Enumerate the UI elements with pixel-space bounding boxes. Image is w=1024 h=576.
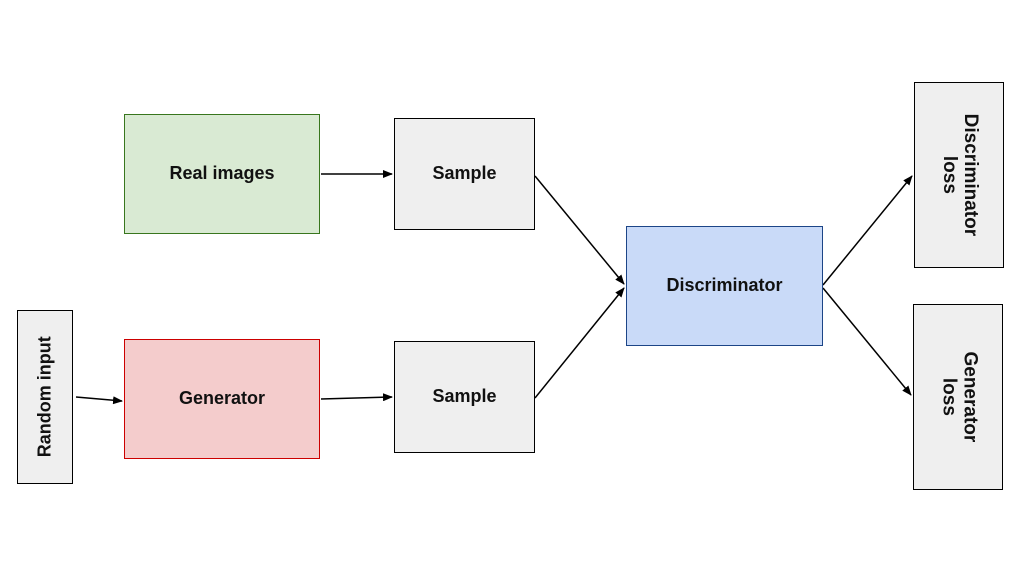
real-images-label: Real images xyxy=(169,163,275,184)
edge-random-input-to-generator xyxy=(75,396,123,405)
generator-loss-node: Generator loss xyxy=(913,304,1003,490)
edge-generator-to-sample xyxy=(320,393,393,402)
generator-loss-line1: Generator xyxy=(958,351,980,443)
sample-top-label: Sample xyxy=(432,163,497,184)
discriminator-loss-label: Discriminator loss xyxy=(938,113,981,237)
discriminator-loss-node: Discriminator loss xyxy=(914,82,1004,268)
random-input-node: Random input xyxy=(17,310,73,484)
discriminator-node: Discriminator xyxy=(626,226,823,346)
generator-label: Generator xyxy=(178,388,266,409)
real-images-node: Real images xyxy=(124,114,320,234)
generator-loss-label: Generator loss xyxy=(937,351,980,443)
discriminator-loss-line1: Discriminator xyxy=(959,113,981,237)
generator-loss-line2: loss xyxy=(938,377,959,417)
sample-node-top: Sample xyxy=(394,118,535,230)
edge-discriminator-to-generator-loss xyxy=(822,287,912,396)
discriminator-loss-line2: loss xyxy=(939,155,961,195)
random-input-label: Random input xyxy=(34,336,55,458)
generator-node: Generator xyxy=(124,339,320,459)
discriminator-label: Discriminator xyxy=(666,275,783,296)
sample-node-bottom: Sample xyxy=(394,341,535,453)
edge-sample-top-to-discriminator xyxy=(534,175,625,285)
sample-bottom-label: Sample xyxy=(432,386,497,407)
edge-sample-bottom-to-discriminator xyxy=(534,287,625,399)
edge-discriminator-to-discriminator-loss xyxy=(822,175,913,286)
